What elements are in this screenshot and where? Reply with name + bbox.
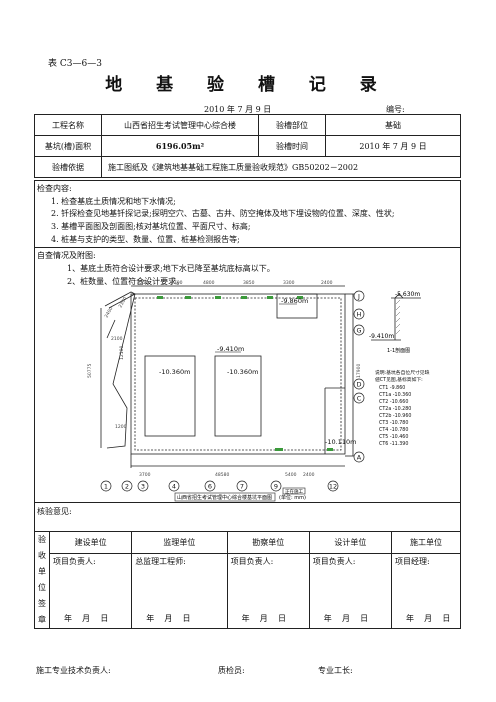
unit-header: 设计单位	[308, 530, 392, 555]
dimension-label: 2400	[104, 306, 115, 319]
axis-label: C	[357, 395, 362, 403]
page-title: 地 基 验 槽 记 录	[105, 75, 391, 95]
footer-foreman: 专业工长:	[318, 666, 353, 675]
dimension-label: 17900	[356, 364, 362, 378]
dimension-label: 48580	[215, 472, 229, 478]
note-level: CT2 -10.660	[379, 399, 408, 405]
section-bottom-elevation: -9.410m	[369, 333, 394, 340]
axis-label: J	[357, 293, 360, 301]
basis-label: 验槽依据	[34, 156, 102, 178]
pit-area-value[interactable]: 6196.05m²	[101, 135, 259, 157]
axis-label: 12	[329, 483, 337, 491]
axis-label: H	[357, 311, 362, 319]
dimension-label: 2400	[321, 280, 333, 286]
verification-opinion-section: 核验意见:	[34, 502, 461, 532]
unit-header: 施工单位	[390, 530, 462, 555]
elevation-label: -9.860m	[281, 297, 308, 305]
axis-label: 1	[104, 483, 108, 491]
project-name-value[interactable]: 山西省招生考试管理中心综合楼	[101, 114, 259, 136]
project-info-table: 工程名称 山西省招生考试管理中心综合楼 验槽部位 基础 基坑(槽)面积 6196…	[34, 114, 461, 178]
note-level: CT3 -10.780	[379, 420, 408, 426]
project-name-label: 工程名称	[34, 114, 102, 136]
dimension-label: 4800	[203, 280, 215, 286]
legend-label: 正在施工	[285, 488, 303, 495]
dimension-label: 12100	[119, 346, 125, 360]
elevation-label: -9.410m	[217, 345, 244, 353]
note-title: 说明:基坑各自位尺寸见缺	[375, 369, 430, 376]
inspection-content-section: 检查内容: 1. 检查基底土质情况和地下水情况; 2. 钎探检查见地基钎探记录;…	[34, 180, 461, 248]
axis-label: 3	[141, 483, 145, 491]
note-level: CT2b -10.960	[379, 413, 411, 419]
serial-number-label: 编号:	[386, 105, 405, 114]
foundation-pit-plan: -9.860m -9.410m -10.360m -10.360m -10.11…	[87, 280, 430, 502]
inspection-time-value[interactable]: 2010 年 7 月 9 日	[325, 135, 461, 157]
inspection-time-label: 验槽时间	[258, 135, 326, 157]
dimension-label: 50775	[87, 364, 93, 378]
dimension-label: 1200	[115, 424, 127, 430]
basis-value[interactable]: 施工图纸及《建筑地基基础工程施工质量验收规范》GB50202－2002	[101, 156, 461, 178]
note-sub: 値CT见图,基标高如下:	[375, 376, 423, 383]
dimension-label: 3250	[137, 280, 149, 286]
section-top-elevation: -5.630m	[395, 291, 420, 298]
note-level: CT6 -11.390	[379, 441, 408, 447]
signature-cell[interactable]: 项目负责人:年 月 日	[308, 553, 392, 629]
form-code: 表 C3—6—3	[48, 59, 102, 69]
acceptance-signature-table: 验收单位签章 建设单位 监理单位 勘察单位 设计单位 施工单位 项目负责人:年 …	[34, 530, 462, 629]
unit-header: 建设单位	[48, 530, 133, 555]
axis-label: 4	[172, 483, 176, 491]
signature-cell[interactable]: 项目负责人:年 月 日	[48, 553, 133, 629]
acceptance-units-label: 验收单位签章	[34, 531, 50, 629]
elevation-label: -10.360m	[159, 368, 190, 376]
self-check-heading: 自查情况及附图:	[37, 251, 96, 260]
dimension-label: 2700	[171, 280, 183, 286]
note-level: CT1 -9.860	[379, 385, 405, 391]
inspection-item: 4. 桩基与支护的类型、数量、位置、桩基检测报告等;	[51, 235, 240, 244]
axis-label: 9	[274, 483, 278, 491]
drawing-unit: (单位: mm)	[279, 494, 306, 501]
dimension-label: 2400	[303, 472, 315, 478]
note-level: CT4 -10.780	[379, 427, 408, 433]
axis-label: A	[357, 454, 362, 462]
elevation-label: -10.360m	[227, 368, 258, 376]
footer-tech-lead: 施工专业技术负责人:	[36, 666, 111, 675]
dimension-label: 5400	[285, 472, 297, 478]
note-level: CT5 -10.460	[379, 434, 408, 440]
axis-label: G	[356, 327, 361, 335]
verification-opinion-heading: 核验意见:	[37, 507, 72, 516]
note-level: CT1a -10.360	[379, 392, 411, 398]
self-check-section: 自查情况及附图: 1、基底土质符合设计要求;地下水已降至基坑底标高以下。 2、桩…	[34, 247, 461, 503]
note-level: CT2a -10.280	[379, 406, 411, 412]
dimension-label: 3700	[139, 472, 151, 478]
signature-cell[interactable]: 项目经理:年 月 日	[390, 553, 462, 629]
axis-label: 6	[208, 483, 212, 491]
self-check-item: 1、基底土质符合设计要求;地下水已降至基坑底标高以下。	[67, 264, 275, 273]
inspection-item: 1. 检查基底土质情况和地下水情况;	[51, 197, 176, 206]
axis-label: 7	[240, 483, 244, 491]
pit-area-label: 基坑(槽)面积	[34, 135, 102, 157]
inspection-item: 2. 钎探检查见地基钎探记录;探明空穴、古墓、古井、防空掩体及地下埋设物的位置、…	[51, 209, 395, 218]
inspection-item: 3. 基槽平面图及剖面图;核对基坑位置、平面尺寸、标高;	[51, 222, 251, 231]
signature-cell[interactable]: 项目负责人:年 月 日	[226, 553, 310, 629]
elevation-label: -10.110m	[325, 438, 356, 446]
inspection-part-label: 验槽部位	[258, 114, 326, 136]
axis-label: 2	[125, 483, 129, 491]
section-title: 1-1剖面图	[387, 347, 410, 354]
drawing-caption: 山西省招生考试管理中心综合楼基坑平面图	[177, 494, 272, 501]
inspection-heading: 检查内容:	[37, 184, 72, 193]
unit-header: 勘察单位	[226, 530, 310, 555]
footer-quality-inspector: 质检员:	[218, 666, 245, 675]
record-date: 2010 年 7 月 9 日	[204, 105, 272, 114]
signature-cell[interactable]: 总监理工程师:年 月 日	[131, 553, 228, 629]
dimension-label: 2100	[111, 336, 123, 342]
self-check-item: 2、桩数量、位置符合设计要求。	[67, 277, 185, 286]
dimension-label: 3850	[243, 280, 255, 286]
inspection-part-value[interactable]: 基础	[325, 114, 461, 136]
dimension-label: 2300	[118, 296, 129, 309]
dimension-label: 3300	[283, 280, 295, 286]
axis-label: D	[356, 381, 361, 389]
unit-header: 监理单位	[131, 530, 228, 555]
